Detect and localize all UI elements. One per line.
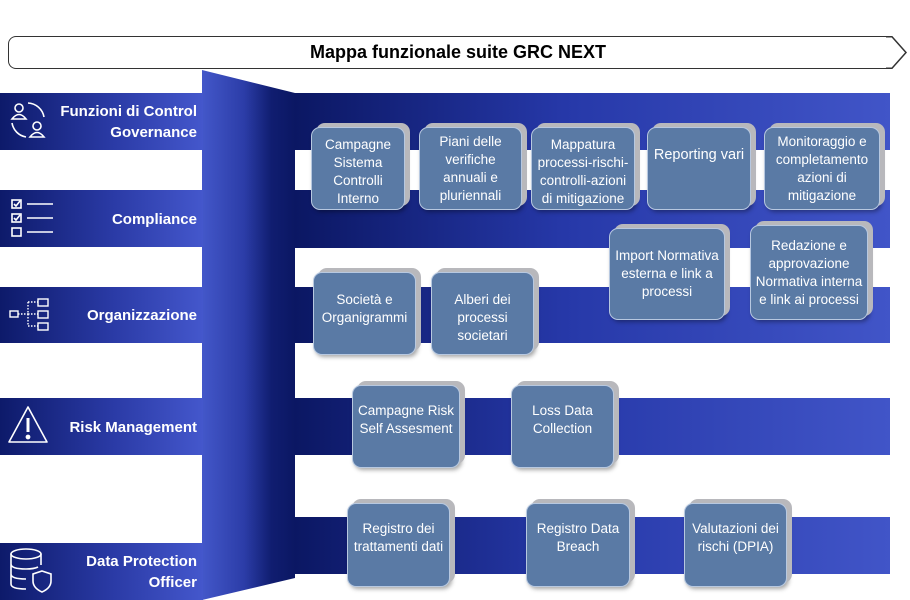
page-title: Mappa funzionale suite GRC NEXT <box>309 42 607 62</box>
area-label: Compliance <box>111 211 197 228</box>
card-redazione-normativa[interactable]: Redazione e approvazione Normativa inter… <box>750 225 868 320</box>
area-label: Risk Management <box>69 419 197 436</box>
card-monitoraggio[interactable]: Monitoraggio e completamento azioni di m… <box>764 127 880 210</box>
people-cycle-icon <box>10 102 46 138</box>
checklist-icon <box>11 199 53 237</box>
area-label: Organizzazione <box>86 307 197 324</box>
card-piani-verifiche[interactable]: Piani delle verifiche annuali e plurienn… <box>419 127 522 210</box>
title-banner <box>8 36 888 69</box>
area-label-line: Data Protection <box>86 553 197 570</box>
area-risk-management: Risk Management <box>0 398 203 455</box>
area-organizzazione: Organizzazione <box>0 287 203 343</box>
area-compliance: Compliance <box>0 190 203 247</box>
area-label-line: Officer <box>148 574 197 591</box>
vertical-connector <box>202 70 295 600</box>
area-label-line: Funzioni di Control <box>60 103 197 120</box>
card-import-normativa[interactable]: Import Normativa esterna e link a proces… <box>609 228 725 320</box>
card-reporting[interactable]: Reporting vari <box>647 127 751 210</box>
org-chart-icon <box>9 298 49 331</box>
title-arrow-tip <box>886 36 908 69</box>
card-loss-data[interactable]: Loss Data Collection <box>511 385 614 468</box>
card-alberi-processi[interactable]: Alberi dei processi societari <box>431 272 534 355</box>
area-label-line: Governance <box>110 124 197 141</box>
card-dpia[interactable]: Valutazioni dei rischi (DPIA) <box>684 503 787 587</box>
card-societa-organigrammi[interactable]: Società e Organigrammi <box>313 272 416 355</box>
database-shield-icon <box>10 548 52 593</box>
warning-icon <box>8 406 48 443</box>
card-registro-breach[interactable]: Registro Data Breach <box>526 503 630 587</box>
card-registro-trattamenti[interactable]: Registro dei trattamenti dati <box>347 503 450 587</box>
card-campagne-sci[interactable]: Campagne Sistema Controlli Interno <box>311 127 405 210</box>
card-mappatura[interactable]: Mappatura processi-rischi-controlli-azio… <box>531 127 635 210</box>
card-campagne-risk[interactable]: Campagne Risk Self Assesment <box>352 385 460 468</box>
